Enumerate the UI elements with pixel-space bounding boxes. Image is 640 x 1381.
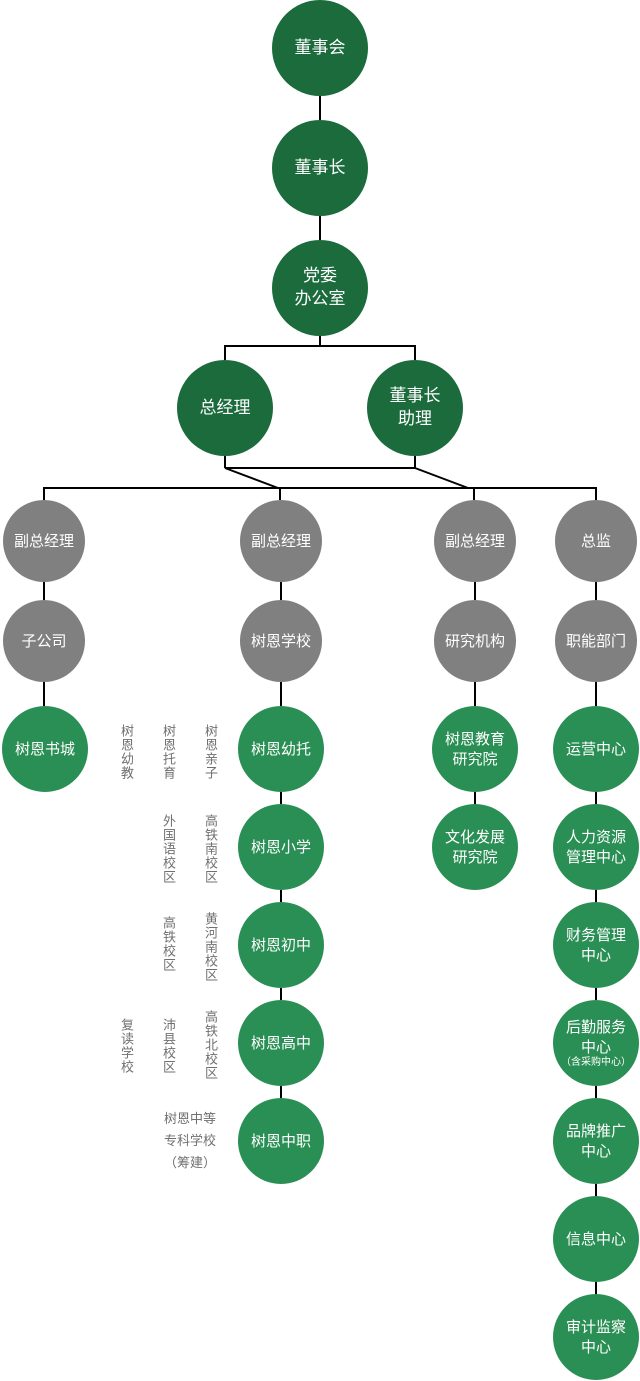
node-vp-school: 副总经理 [240, 500, 322, 582]
campus-vocational-note: 树恩中等 专科学校 （筹建） [163, 1112, 216, 1171]
node-it: 信息中心 [553, 1196, 639, 1282]
node-bookstore: 树恩书城 [2, 706, 88, 792]
campus-hsr-north: 高铁北校区 [202, 1010, 217, 1080]
node-vocational: 树恩中职 [238, 1098, 324, 1184]
campus-parent-child: 树恩亲子 [202, 724, 217, 780]
node-subsidiary: 子公司 [3, 600, 85, 682]
node-senior: 树恩高中 [238, 1000, 324, 1086]
node-junior: 树恩初中 [238, 902, 324, 988]
node-functional-depts: 职能部门 [555, 600, 637, 682]
campus-hsr-south: 高铁南校区 [202, 814, 217, 884]
node-vp-research: 副总经理 [434, 500, 516, 582]
node-kindergarten: 树恩幼托 [238, 706, 324, 792]
campus-kindergarten-edu: 树恩幼教 [118, 724, 133, 780]
node-board: 董事会 [272, 0, 368, 96]
node-brand: 品牌推广 中心 [553, 1098, 639, 1184]
node-research: 研究机构 [434, 600, 516, 682]
node-operations: 运营中心 [553, 706, 639, 792]
campus-foreign-language: 外国语校区 [160, 814, 175, 884]
node-school: 树恩学校 [240, 600, 322, 682]
campus-childcare: 树恩托育 [160, 724, 175, 780]
node-general-manager: 总经理 [177, 360, 273, 456]
node-audit: 审计监察 中心 [553, 1294, 639, 1380]
node-finance: 财务管理 中心 [553, 902, 639, 988]
campus-repeat-school: 复读学校 [118, 1018, 133, 1074]
node-hr: 人力资源 管理中心 [553, 804, 639, 890]
campus-hsr: 高铁校区 [160, 916, 175, 972]
node-culture-institute: 文化发展 研究院 [432, 804, 518, 890]
node-vp-subsidiary: 副总经理 [3, 500, 85, 582]
node-logistics: 后勤服务 中心 （含采购中心） [553, 1000, 639, 1086]
node-director: 总监 [555, 500, 637, 582]
node-primary: 树恩小学 [238, 804, 324, 890]
campus-yellow-river-south: 黄河南校区 [202, 912, 217, 982]
node-chairman-assistant: 董事长 助理 [367, 360, 463, 456]
node-chairman: 董事长 [272, 120, 368, 216]
node-education-institute: 树恩教育 研究院 [432, 706, 518, 792]
campus-peixian: 沛县校区 [160, 1018, 175, 1074]
node-party-office: 党委 办公室 [272, 240, 368, 336]
